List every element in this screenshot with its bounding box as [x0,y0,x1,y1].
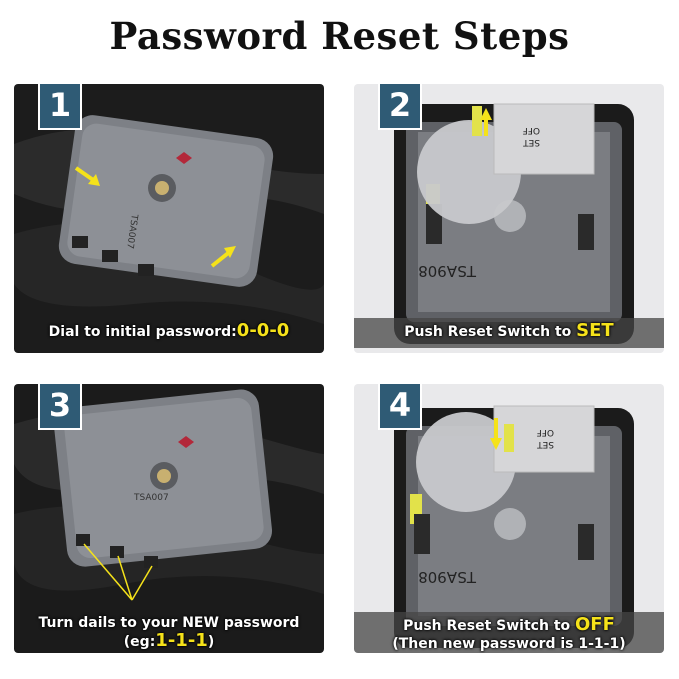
caption-bar [354,318,664,348]
lock-label: TSA007 [124,213,139,250]
lock-label: TSA007 [133,493,169,503]
step-4-panel: TSA908 OFF SET 4 Push Reset Switch to OF… [354,384,664,653]
svg-text:SET: SET [523,137,540,147]
step-caption: Turn dails to your NEW password (eg:1-1-… [38,615,300,651]
lock-label: TSA908 [418,262,477,280]
step-1-panel: TSA007 1 Dial to initial password:0-0-0 [14,84,324,353]
step-2-panel: TSA908 OFF SET 2 Push Reset Switch to SE… [354,84,664,353]
step-3-panel: TSA007 3 Turn dails to your NEW password… [14,384,324,653]
lock-dial-illustration: TSA007 [14,84,324,353]
step-caption: Push Reset Switch to SET [404,320,614,341]
svg-text:SET: SET [537,439,554,449]
lock-label: TSA908 [418,568,477,586]
step-number-badge: 4 [378,384,422,430]
step-number-badge: 1 [38,84,82,130]
step-caption: Push Reset Switch to OFF (Then new passw… [392,614,626,653]
lock-dial-illustration: TSA007 [14,384,324,653]
caption-bar [354,612,664,653]
arrow-icon [224,246,236,258]
page-title: Password Reset Steps [109,14,570,58]
svg-text:OFF: OFF [537,427,554,437]
arrow-icon [88,174,100,186]
step-caption: Dial to initial password:0-0-0 [48,320,290,341]
step-number-badge: 2 [378,84,422,130]
lock-inside-illustration: TSA908 OFF SET [354,84,664,353]
svg-text:OFF: OFF [523,125,540,135]
step-number-badge: 3 [38,384,82,430]
